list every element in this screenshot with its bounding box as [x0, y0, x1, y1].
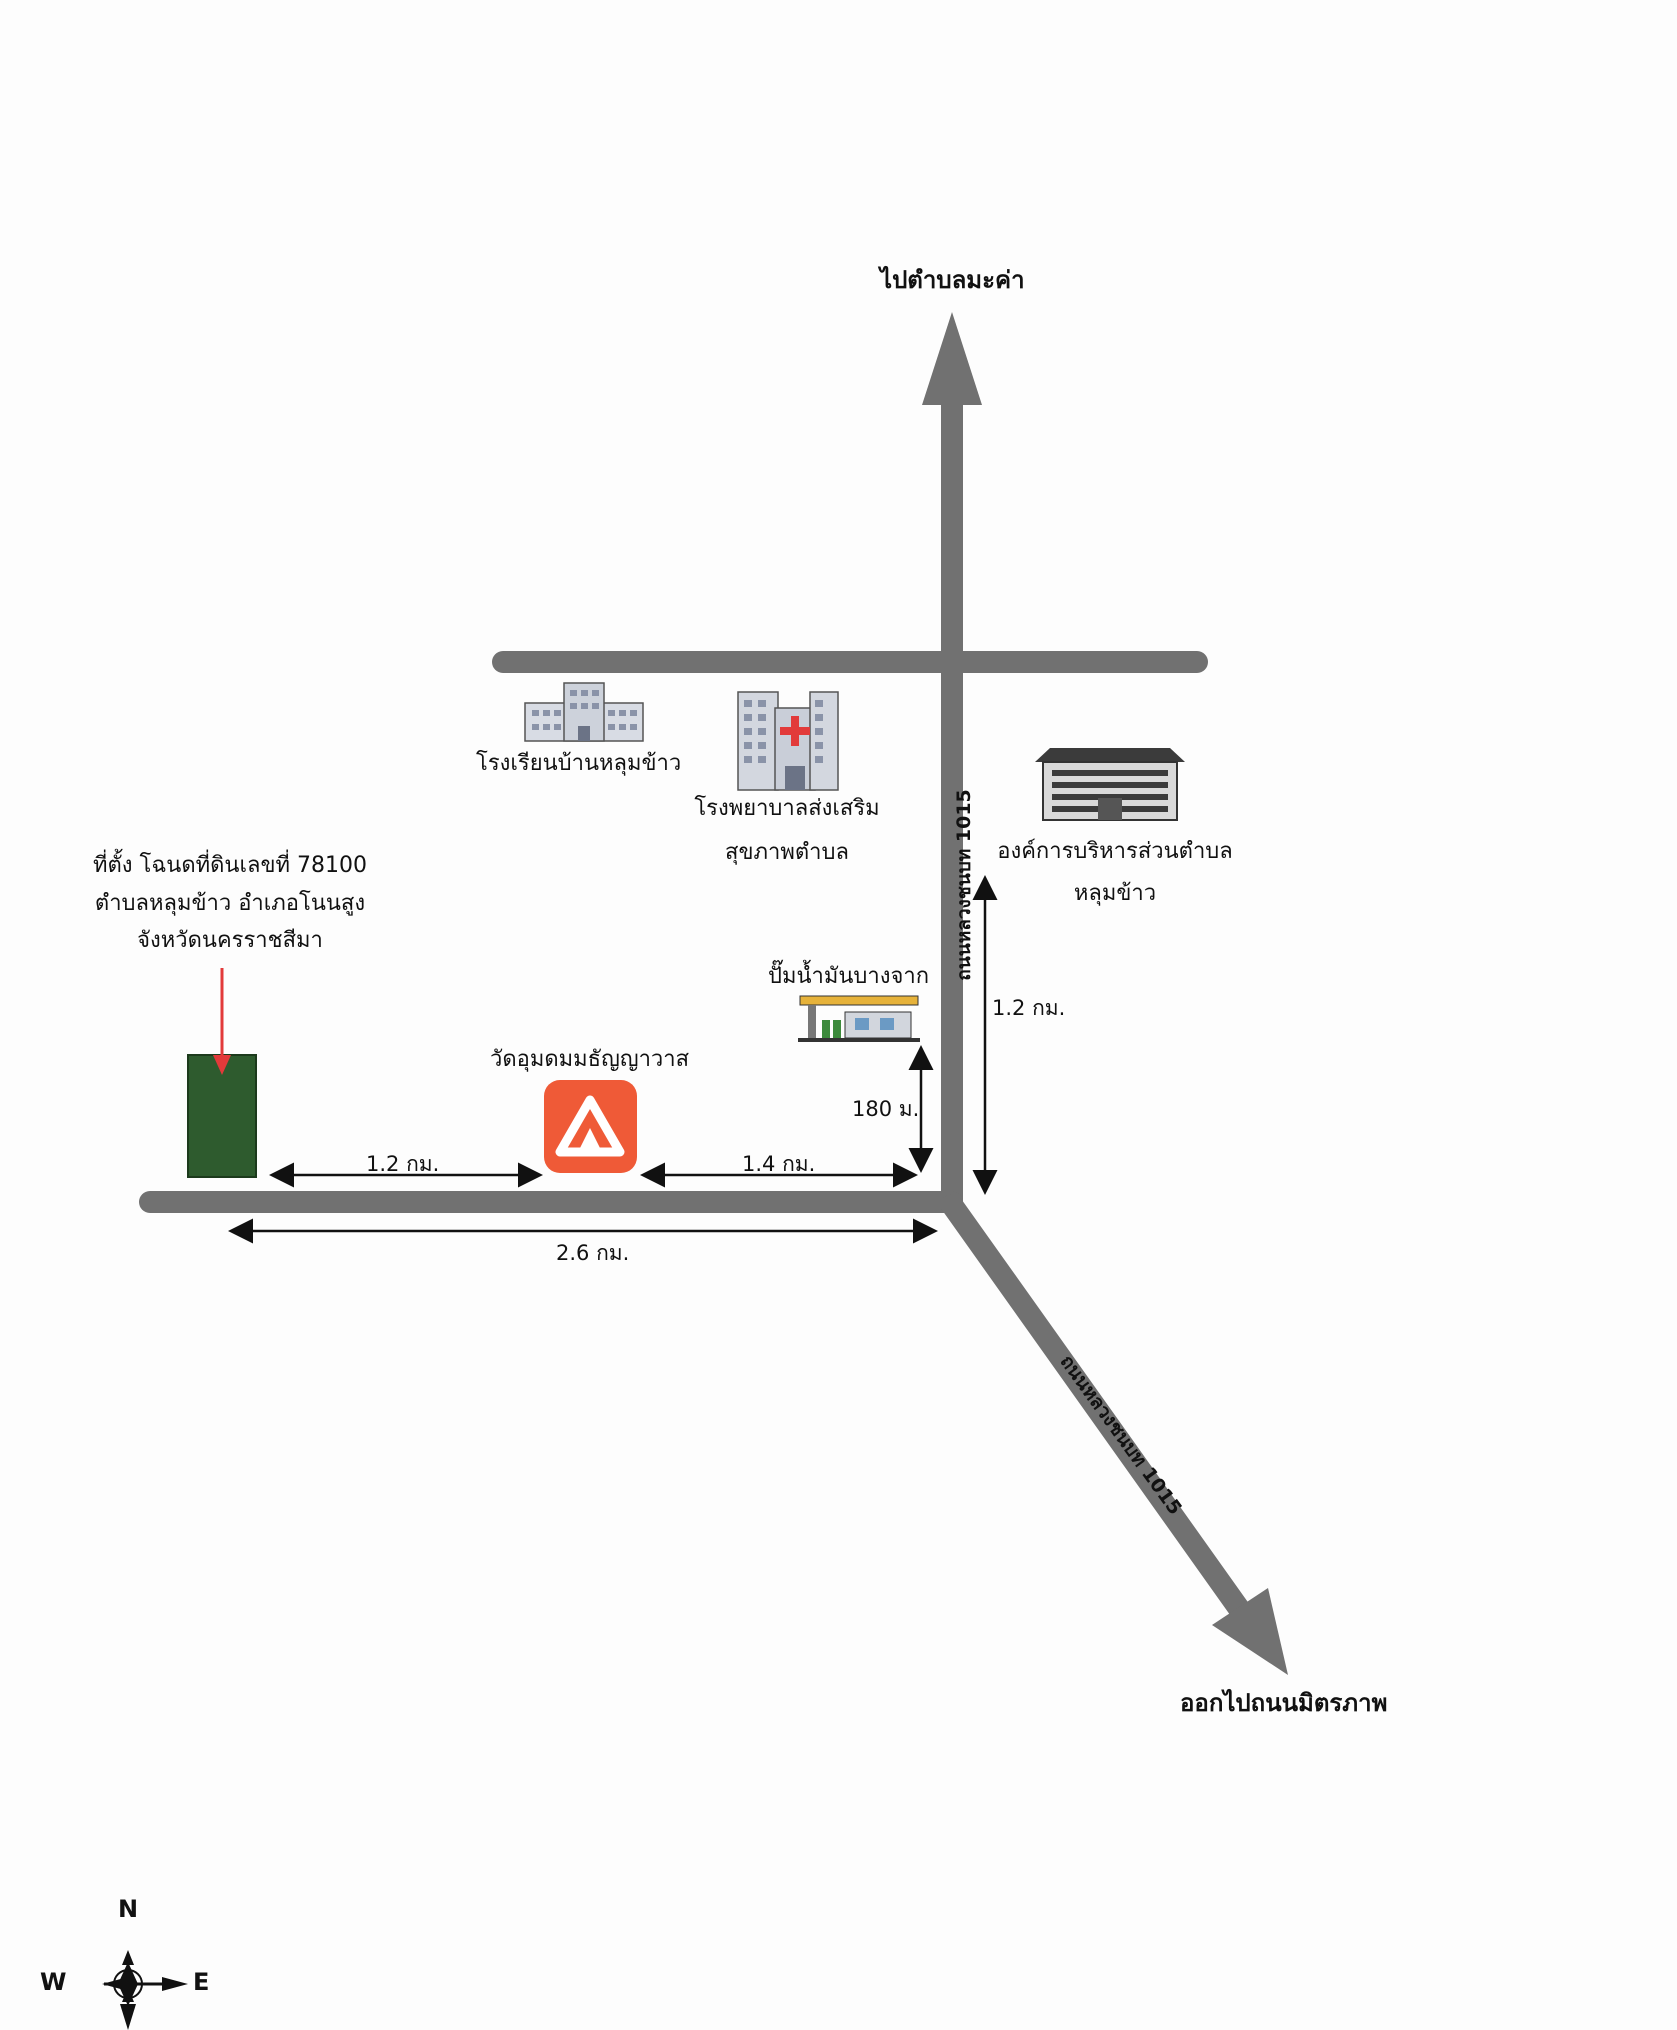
distance-gas-junction: 180 ม. [852, 1097, 920, 1121]
gas-station-icon [798, 995, 920, 1042]
arrow-southeast-head [1212, 1588, 1288, 1675]
distance-site-junction: 2.6 กม. [556, 1241, 630, 1265]
site-label-line-1: ที่ตั้ง โฉนดที่ดินเลขที่ 78100 [92, 853, 367, 878]
compass-west-letter: W [40, 1968, 67, 1996]
hospital-label-line-1: โรงพยาบาลส่งเสริม [694, 796, 880, 821]
compass-east-letter: E [193, 1968, 210, 1996]
sao-label-line-1: องค์การบริหารส่วนตำบล [997, 839, 1233, 864]
school-label: โรงเรียนบ้านหลุมข้าว [476, 751, 682, 776]
sao-label: องค์การบริหารส่วนตำบล หลุมข้าว [980, 838, 1250, 907]
hospital-label-line-2: สุขภาพตำบล [725, 839, 849, 865]
site-pointer-head [213, 1055, 231, 1075]
distance-site-temple: 1.2 กม. [366, 1152, 440, 1176]
compass-north-letter: N [118, 1895, 139, 1923]
sao-building-icon [1035, 748, 1185, 821]
distance-arrows [228, 875, 998, 1244]
site-label-line-3: จังหวัดนครราชสีมา [137, 928, 323, 953]
site-label: ที่ตั้ง โฉนดที่ดินเลขที่ 78100 ตำบลหลุมข… [70, 852, 390, 955]
hospital-icon [737, 691, 839, 791]
site-label-line-2: ตำบลหลุมข้าว อำเภอโนนสูง [94, 890, 366, 916]
sao-label-line-2: หลุมข้าว [1073, 880, 1157, 906]
distance-temple-junction: 1.4 กม. [742, 1152, 816, 1176]
temple-label: วัดอุมดมมธัญญาวาส [490, 1047, 690, 1072]
gas-station-label: ปั๊มน้ำมันบางจาก [768, 964, 930, 989]
distance-sao-junction: 1.2 กม. [992, 996, 1066, 1020]
destination-north-label: ไปตำบลมะค่า [880, 266, 1025, 294]
arrow-north-head [922, 312, 982, 405]
destination-southeast-label: ออกไปถนนมิตรภาพ [1180, 1689, 1388, 1717]
compass-rose [102, 1950, 188, 2030]
temple-icon [544, 1080, 637, 1173]
school-icon [524, 682, 644, 742]
roads [139, 379, 1251, 1621]
site-block [187, 1054, 257, 1178]
road-1015-southeast [941, 1194, 1251, 1621]
hospital-label: โรงพยาบาลส่งเสริม สุขภาพตำบล [682, 795, 892, 866]
road-name-north: ถนนหลวงชนบท 1015 [952, 789, 975, 981]
